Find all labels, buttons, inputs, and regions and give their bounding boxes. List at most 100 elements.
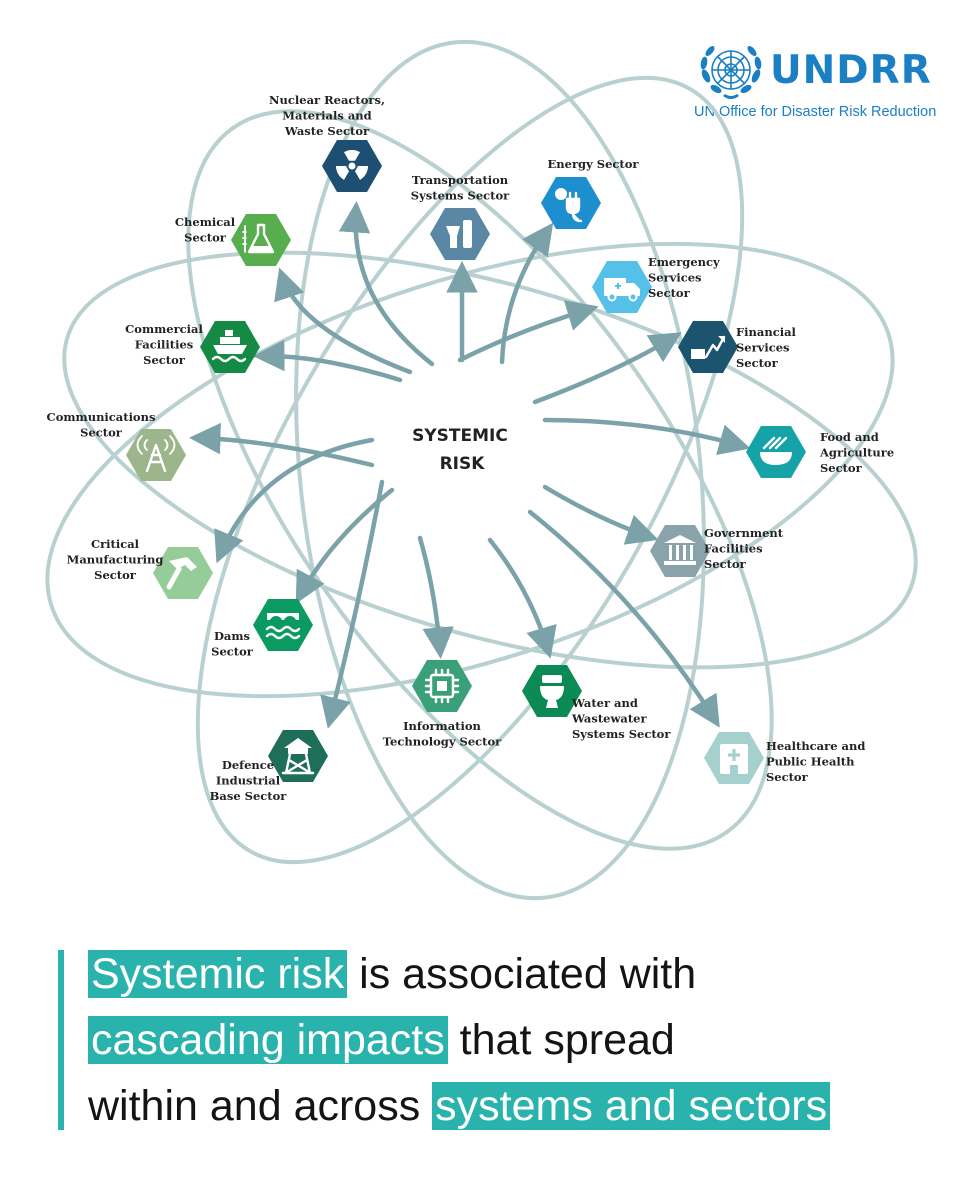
sector-label-water: Systems Sector: [572, 727, 671, 741]
sector-label-emergency: Sector: [648, 286, 691, 300]
risk-arrows: [189, 201, 751, 729]
caption-highlight-1: Systemic risk: [88, 950, 348, 998]
sector-label-it: Information: [403, 719, 481, 733]
sector-hexagon: [253, 599, 313, 651]
sector-label-commercial: Commercial: [125, 322, 203, 336]
sector-label-defence: Industrial: [216, 774, 281, 788]
sector-label-defence: Base Sector: [210, 789, 288, 803]
logo-wordmark: UNDRR: [770, 48, 932, 93]
caption-text-1: is associated with: [347, 950, 697, 998]
logo-subtitle: UN Office for Disaster Risk Reduction: [694, 104, 937, 120]
radiation-icon: [336, 150, 368, 180]
sector-label-financial: Financial: [736, 325, 797, 339]
arrow-to-healthcare: [527, 509, 720, 728]
arrow-to-dams: [295, 487, 395, 604]
sector-label-manufacturing: Sector: [94, 568, 137, 582]
hammer-icon: [166, 557, 197, 590]
caption-line-3: within and across systems and sectors: [88, 1080, 831, 1132]
orbit-4: [195, 75, 745, 865]
sector-hexagon: [430, 208, 490, 260]
sector-label-transportation: Systems Sector: [411, 189, 510, 203]
caption-highlight-2: cascading impacts: [88, 1016, 448, 1064]
sector-hexagon: [678, 321, 738, 373]
power-plug-icon: [555, 188, 583, 223]
orbit-5: [294, 39, 706, 901]
sector-label-chemical: Sector: [184, 231, 227, 245]
sector-label-manufacturing: Manufacturing: [67, 553, 164, 567]
sector-label-defence: Defence: [222, 758, 274, 772]
dam-icon: [265, 613, 301, 640]
sector-label-healthcare: Public Health: [766, 755, 855, 769]
sector-label-government: Sector: [704, 557, 747, 571]
sector-label-government: Facilities: [704, 542, 763, 556]
sector-label-energy: Energy Sector: [548, 157, 640, 171]
sector-label-emergency: Emergency: [648, 255, 720, 269]
caption-accent-bar: [58, 950, 64, 1130]
sector-label-communications: Communications: [47, 410, 156, 424]
sector-label-financial: Sector: [736, 356, 779, 370]
sector-label-chemical: Chemical: [175, 215, 236, 229]
watchtower-icon: [281, 738, 315, 775]
sector-label-government: Government: [704, 526, 784, 540]
government-building-icon: [664, 535, 696, 565]
sector-hexagon: [268, 730, 328, 782]
caption: Systemic risk is associated with cascadi…: [58, 948, 938, 1130]
sector-hexagon: [650, 525, 710, 577]
sector-label-nuclear: Materials and: [282, 109, 371, 123]
sector-label-water: Wastewater: [571, 712, 647, 726]
sector-label-manufacturing: Critical: [91, 537, 140, 551]
caption-text-2: that spread: [447, 1016, 675, 1064]
caption-text-3: within and across: [88, 1082, 433, 1130]
sector-label-financial: Services: [736, 341, 790, 355]
antenna-icon: [136, 435, 176, 473]
chemical-flask-icon: [242, 223, 275, 254]
un-emblem-icon: [700, 46, 762, 99]
center-label-line2: RISK: [440, 454, 486, 474]
arrow-to-defence: [320, 479, 385, 729]
arrow-to-nuclear: [338, 201, 435, 367]
caption-highlight-3: systems and sectors: [432, 1082, 831, 1130]
sector-label-commercial: Facilities: [135, 338, 194, 352]
sector-hexagon: [231, 214, 291, 266]
arrow-to-financial: [532, 332, 682, 405]
road-traffic-icon: [446, 220, 472, 248]
sector-label-nuclear: Waste Sector: [284, 124, 370, 138]
arrow-to-water: [487, 537, 557, 659]
sector-label-food: Food and: [820, 430, 879, 444]
sector-label-communications: Sector: [80, 426, 123, 440]
toilet-icon: [540, 675, 564, 708]
sector-label-transportation: Transportation: [412, 173, 509, 187]
arrow-to-emergency: [457, 300, 599, 363]
sector-label-dams: Sector: [211, 645, 254, 659]
sector-label-healthcare: Sector: [766, 770, 809, 784]
arrow-to-it: [417, 535, 454, 659]
arrow-to-energy: [499, 222, 554, 365]
hospital-icon: [720, 744, 748, 774]
sector-label-nuclear: Nuclear Reactors,: [269, 93, 385, 107]
sector-label-emergency: Services: [648, 271, 702, 285]
arrow-to-chemical: [274, 267, 413, 375]
ship-icon: [211, 330, 247, 363]
arrow-to-communications: [189, 422, 375, 468]
caption-line-1: Systemic risk is associated with: [88, 948, 696, 1000]
arrow-to-manufacturing: [214, 437, 375, 564]
finance-chart-icon: [691, 335, 726, 359]
food-bowl-icon: [760, 436, 792, 465]
caption-line-2: cascading impacts that spread: [88, 1014, 675, 1066]
sector-label-food: Agriculture: [819, 446, 894, 460]
sector-label-water: Water and: [571, 696, 638, 710]
undrr-logo: UNDRR UN Office for Disaster Risk Reduct…: [692, 34, 942, 124]
arrow-to-food: [542, 417, 751, 456]
ambulance-icon: [604, 278, 640, 302]
